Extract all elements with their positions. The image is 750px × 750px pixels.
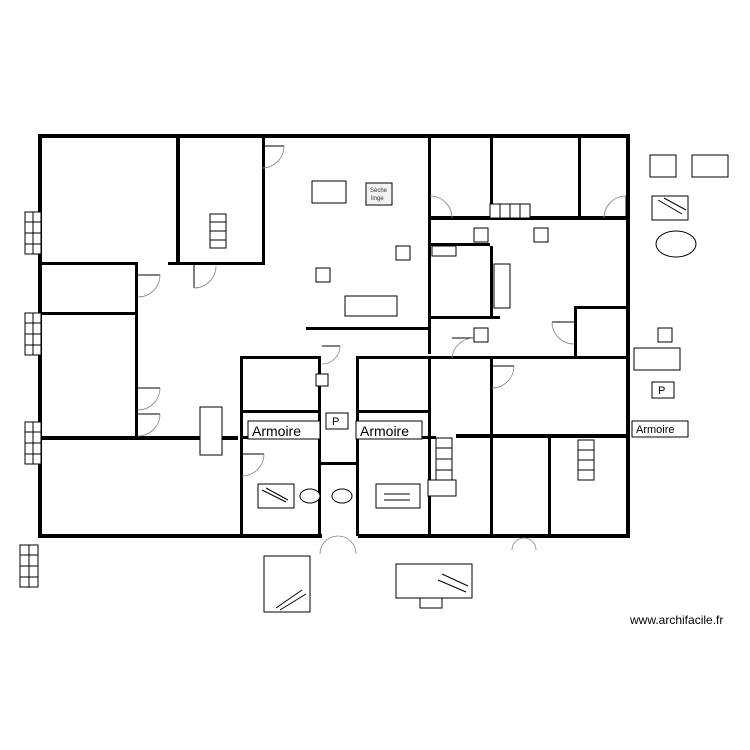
window-5 — [209, 213, 227, 249]
door-3 — [193, 264, 217, 289]
sink-6 — [657, 327, 673, 343]
window-7 — [435, 437, 453, 481]
bench — [493, 263, 511, 309]
door-14 — [511, 537, 537, 551]
door-13 — [319, 535, 357, 555]
drawing-2 — [395, 563, 473, 599]
parking-box-1 — [325, 412, 349, 430]
drawing-1 — [263, 555, 311, 613]
desk — [427, 479, 457, 497]
window-6 — [489, 203, 531, 219]
door-5 — [137, 413, 161, 437]
svg-text:Armoire: Armoire — [360, 423, 409, 439]
door-6 — [429, 195, 453, 219]
toilet-1 — [299, 488, 321, 504]
door-10 — [321, 345, 341, 365]
window-2 — [24, 312, 42, 356]
door-8 — [451, 337, 475, 359]
door-4 — [137, 387, 161, 411]
sink-7 — [315, 373, 329, 387]
sink-5 — [473, 327, 489, 343]
sink-4 — [533, 227, 549, 243]
door-2 — [137, 274, 161, 298]
windows — [19, 203, 595, 588]
parking-box-2 — [651, 381, 675, 399]
shower-1 — [257, 483, 295, 509]
appliance-box — [311, 180, 347, 204]
table — [344, 295, 398, 317]
window-1 — [24, 211, 42, 255]
svg-text:Armoire: Armoire — [252, 423, 301, 439]
door-7 — [603, 195, 627, 219]
svg-text:P: P — [658, 385, 665, 397]
site-credit: www.archifacile.fr — [630, 613, 724, 627]
fixtures: Sèche linge P P — [199, 154, 729, 613]
sink-2 — [315, 267, 331, 283]
door-12 — [241, 453, 265, 477]
fridge-legend — [649, 154, 677, 178]
cabinet-labels: Armoire Armoire Armoire — [247, 420, 689, 440]
svg-text:linge: linge — [371, 196, 384, 202]
toilet-2 — [331, 488, 353, 504]
sink-legend — [691, 154, 729, 178]
svg-text:Sèche: Sèche — [370, 188, 388, 194]
counter — [199, 406, 223, 456]
door-9 — [551, 321, 575, 345]
svg-text:Armoire: Armoire — [636, 424, 675, 436]
svg-text:P: P — [332, 416, 339, 428]
chair — [419, 597, 443, 609]
window-4 — [19, 544, 39, 588]
toilet-legend — [655, 230, 697, 258]
shower-2 — [375, 483, 421, 509]
doors — [137, 145, 627, 555]
sink-3 — [473, 227, 489, 243]
window-8 — [577, 439, 595, 481]
sink-legend-2 — [633, 347, 681, 371]
dryer — [365, 182, 393, 206]
sink-1 — [395, 245, 411, 261]
door-11 — [491, 365, 515, 389]
window-3 — [24, 421, 42, 465]
door-1 — [261, 145, 285, 169]
stove — [431, 245, 457, 257]
